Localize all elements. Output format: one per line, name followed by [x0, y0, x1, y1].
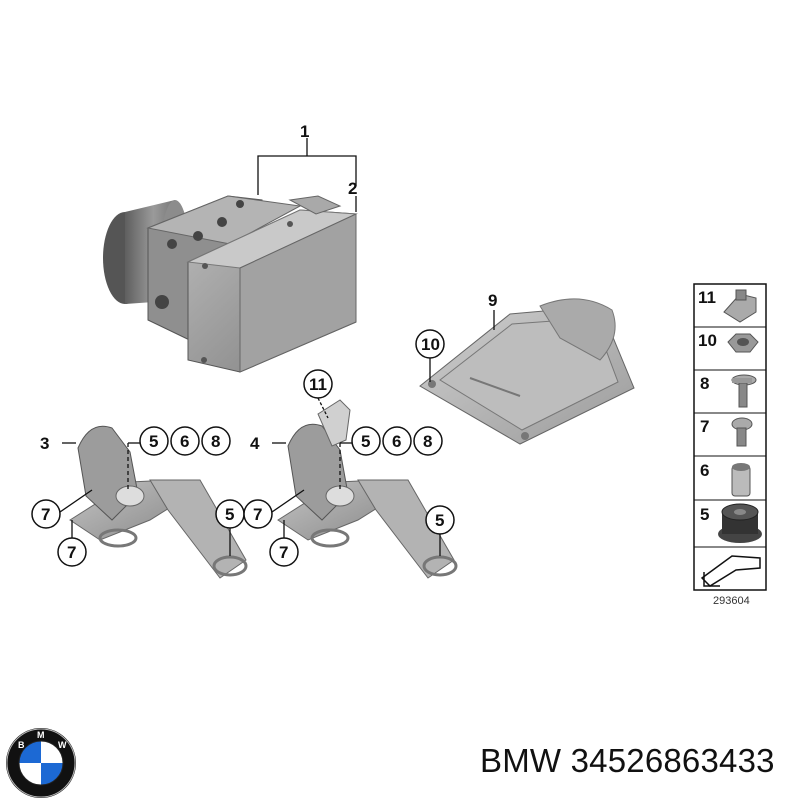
table-row-11: 11 [698, 288, 716, 307]
callout-circles-7-left [31, 489, 93, 567]
control-unit-cover-icon [419, 298, 635, 445]
table-row-5: 5 [700, 505, 709, 524]
callout-1: 1 [300, 122, 309, 141]
callout-5-right-end: 5 [435, 511, 444, 530]
clip-nut-icon [723, 289, 757, 323]
callout-7-right-b: 7 [279, 543, 288, 562]
callout-6-left: 6 [180, 432, 189, 451]
torx-screw-icon [731, 417, 753, 447]
callout-8-right: 8 [423, 432, 432, 451]
callout-7-right-a: 7 [253, 505, 262, 524]
callout-group-5-6-8-left [127, 426, 231, 490]
rubber-mount-icon [718, 503, 762, 543]
callout-4: 4 [250, 434, 260, 453]
callout-6-right: 6 [392, 432, 401, 451]
callout-2: 2 [348, 179, 357, 198]
bracket-left-icon [69, 425, 248, 579]
callout-lines-1-2 [257, 138, 357, 212]
bolt-washer-icon [731, 374, 757, 408]
bracket-right-icon [277, 399, 458, 579]
table-row-6: 6 [700, 461, 709, 480]
callout-circles-7-right [243, 489, 305, 567]
table-row-7: 7 [700, 417, 709, 436]
hex-nut-icon [727, 333, 759, 353]
bushing-icon [731, 463, 751, 497]
parts-table [693, 283, 767, 591]
table-row-10: 10 [698, 331, 717, 350]
logo-letter-m: M [37, 730, 45, 740]
callout-11: 11 [309, 375, 327, 394]
logo-letter-b: B [18, 740, 25, 750]
bmw-logo-icon: B M W [6, 728, 76, 798]
callout-7-left-b: 7 [67, 543, 76, 562]
callout-3: 3 [40, 434, 49, 453]
callout-5-left: 5 [149, 432, 158, 451]
callout-10: 10 [421, 335, 440, 354]
callout-line-11 [317, 397, 329, 419]
callout-7-left-a: 7 [41, 505, 50, 524]
callout-8-left: 8 [211, 432, 220, 451]
callout-group-5-6-8-right [339, 426, 443, 490]
diagram-number: 293604 [713, 595, 750, 607]
callout-5-left-end: 5 [225, 505, 234, 524]
abs-unit-icon [103, 195, 358, 373]
part-number-caption: BMW 34526863433 [480, 742, 775, 779]
callout-9: 9 [488, 291, 497, 310]
table-row-8: 8 [700, 374, 709, 393]
logo-letter-w: W [58, 740, 67, 750]
callout-5-right: 5 [361, 432, 370, 451]
arrow-icon [700, 555, 761, 587]
